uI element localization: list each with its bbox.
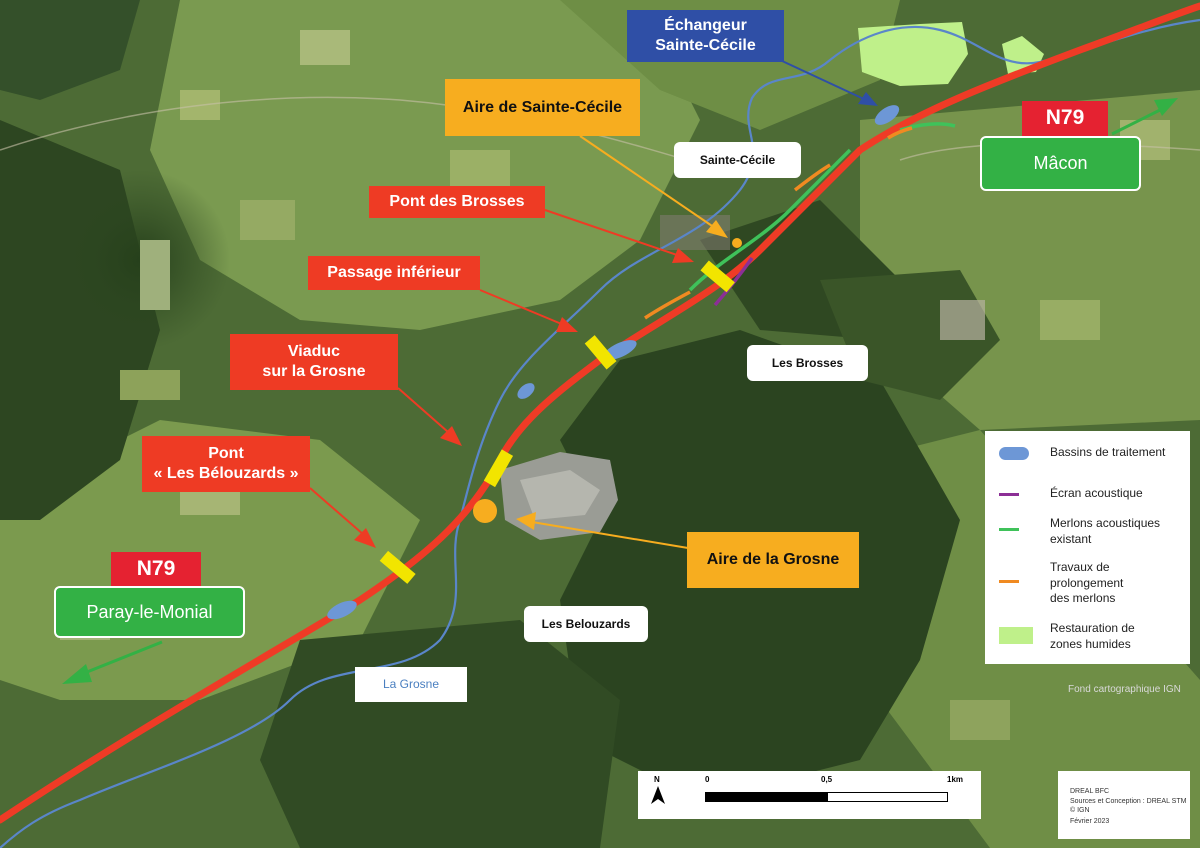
works-pont-brosses xyxy=(700,260,735,293)
arrowhead xyxy=(858,92,878,106)
label-macon: Mâcon xyxy=(980,136,1141,191)
label-pont-des-brosses: Pont des Brosses xyxy=(369,186,545,218)
river-grosne xyxy=(0,18,1200,848)
legend: Bassins de traitement Écran acoustique M… xyxy=(985,431,1190,664)
arrow-echangeur xyxy=(779,59,867,101)
north-label: N xyxy=(654,775,660,784)
arrow-viaduc xyxy=(397,387,449,433)
label-paray-le-monial: Paray-le-Monial xyxy=(54,586,245,638)
map-source-note: Fond cartographique IGN xyxy=(1068,684,1181,695)
wetland-swatch xyxy=(999,627,1033,644)
legend-text: Bassins de traitement xyxy=(1050,445,1166,459)
label-les-belouzards: Les Belouzards xyxy=(524,606,648,642)
credits-box: DREAL BFC Sources et Conception : DREAL … xyxy=(1058,771,1190,839)
label-sainte-cecile: Sainte-Cécile xyxy=(674,142,801,178)
wetland-zone xyxy=(858,22,968,86)
n79-road xyxy=(0,2,1200,824)
merlon-extension xyxy=(887,126,913,140)
extension-swatch xyxy=(999,580,1019,583)
scale-tick-0: 0 xyxy=(705,775,710,784)
label-passage-inferieur: Passage inférieur xyxy=(308,256,480,290)
works-viaduc xyxy=(483,449,514,488)
legend-text: Restauration de zones humides xyxy=(1050,621,1135,651)
treatment-basin xyxy=(603,340,637,360)
n79-marker-west: N79 xyxy=(111,552,201,587)
scale-bar-white xyxy=(827,792,948,802)
legend-item-acoustic-screen: Écran acoustique xyxy=(985,481,1190,519)
rest-area-grosne xyxy=(473,499,497,523)
legend-text: Écran acoustique xyxy=(1050,486,1143,500)
arrowhead xyxy=(672,248,694,263)
arrow-passage-inferieur xyxy=(479,289,565,326)
treatment-basin xyxy=(517,383,535,399)
credits-date: Février 2023 xyxy=(1070,818,1110,825)
label-la-grosne: La Grosne xyxy=(355,667,467,702)
credits-org: DREAL BFC xyxy=(1070,788,1110,795)
works-pont-belouzards xyxy=(379,550,416,584)
scale-bar-black xyxy=(705,792,828,802)
arrow-paray xyxy=(81,640,163,676)
n79-marker-east: N79 xyxy=(1022,101,1108,136)
rest-area-sainte-cecile xyxy=(732,238,742,248)
arrow-pont-brosses xyxy=(544,209,681,257)
arrow-macon xyxy=(1111,108,1161,136)
legend-item-basins: Bassins de traitement xyxy=(985,439,1190,477)
merlon-existing xyxy=(688,148,852,292)
credits-sources: Sources et Conception : DREAL STM xyxy=(1070,798,1187,805)
scale-tick-1km: 1km xyxy=(947,775,964,784)
screen-swatch xyxy=(999,493,1019,496)
legend-item-merlon-extension: Travaux de prolongement des merlons xyxy=(985,559,1190,605)
arrowhead xyxy=(556,317,578,332)
label-echangeur: Échangeur Sainte-Cécile xyxy=(627,10,784,62)
credits-ign: © IGN xyxy=(1070,807,1090,814)
treatment-basin xyxy=(327,600,357,620)
legend-text: Merlons acoustiques existant xyxy=(1050,516,1161,546)
legend-item-merlons-existing: Merlons acoustiques existant xyxy=(985,515,1190,553)
arrowhead xyxy=(354,528,376,548)
treatment-basin xyxy=(874,105,900,125)
works-passage-inferieur xyxy=(584,335,617,370)
label-les-brosses: Les Brosses xyxy=(747,345,868,381)
legend-item-wetland: Restauration de zones humides xyxy=(985,621,1190,659)
arrow-aire-sainte-cecile xyxy=(579,135,719,231)
basin-swatch xyxy=(999,447,1029,460)
merlon-extension xyxy=(644,290,691,320)
scale-bar: N 0 0,5 1km xyxy=(638,771,981,819)
arrowhead xyxy=(516,512,536,530)
merlon-swatch xyxy=(999,528,1019,531)
arrow-pont-belouzards xyxy=(309,487,365,536)
arrowhead xyxy=(62,664,92,684)
north-arrow-icon xyxy=(651,786,665,804)
label-viaduc: Viaduc sur la Grosne xyxy=(230,334,398,390)
scale-tick-half: 0,5 xyxy=(821,775,833,784)
arrowhead xyxy=(440,426,462,446)
label-pont-belouzards: Pont « Les Bélouzards » xyxy=(142,436,310,492)
legend-text: Travaux de prolongement des merlons xyxy=(1050,560,1124,606)
label-aire-de-la-grosne: Aire de la Grosne xyxy=(687,532,859,588)
arrowhead xyxy=(706,220,728,238)
merlon-extension xyxy=(793,163,831,192)
label-aire-sainte-cecile: Aire de Sainte-Cécile xyxy=(445,79,640,136)
arrowhead xyxy=(1154,98,1178,116)
arrow-aire-grosne xyxy=(531,521,689,549)
